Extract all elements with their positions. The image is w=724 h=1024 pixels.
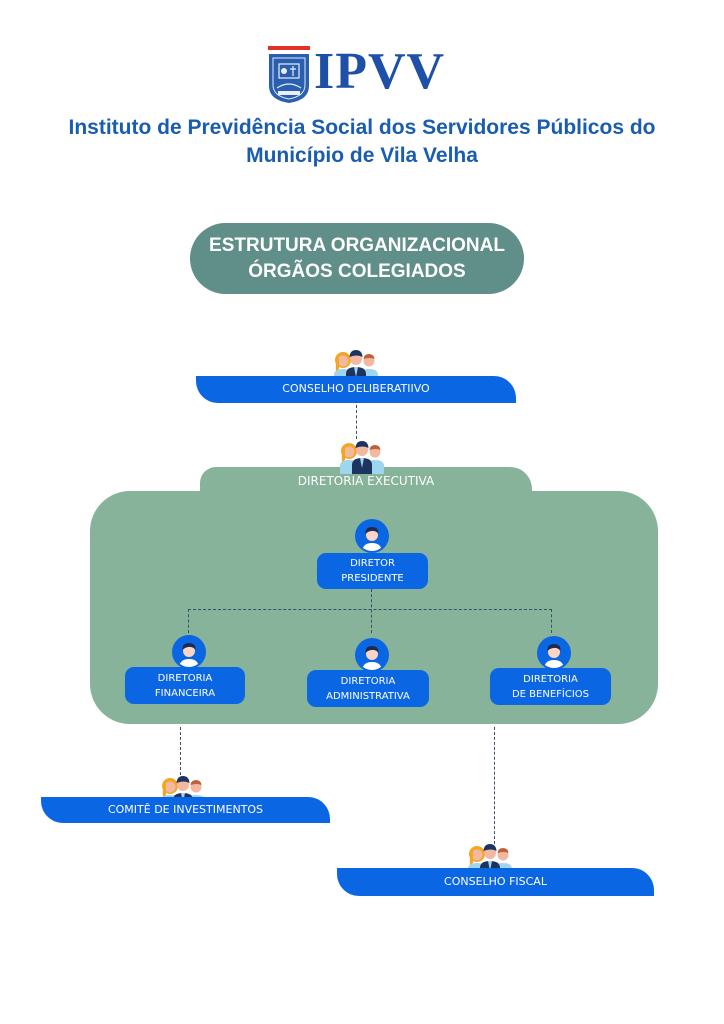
node-label-line2: PRESIDENTE [341,573,404,584]
page-title-line1: ESTRUTURA ORGANIZACIONAL [209,234,505,256]
page-title: ESTRUTURA ORGANIZACIONAL ÓRGÃOS COLEGIAD… [190,223,524,294]
connector-line [356,405,357,439]
connector-line [494,727,495,844]
node-label-line1: DIRETOR [350,558,395,569]
node-label-line1: DIRETORIA [157,672,213,684]
logo-text: IPVV [314,43,446,100]
comite-investimentos-node: COMITÊ DE INVESTIMENTOS [41,797,330,823]
node-label-line2: FINANCEIRA [154,687,216,699]
ipvv-logo: IPVV [268,43,444,104]
connector-line [188,609,189,633]
institute-name-line1: Instituto de Previdência Social dos Serv… [68,116,656,139]
conselho-deliberativo-node: CONSELHO DELIBERATIIVO [196,376,516,403]
node-label-line2: ADMINISTRATIVA [326,690,410,702]
node-label-line1: DIRETORIA [340,675,396,687]
diretoria-financeira-node: DIRETORIA FINANCEIRA [125,667,245,704]
person-avatar-icon [355,519,389,553]
group-people-icon [336,438,388,474]
institute-name: Instituto de Previdência Social dos Serv… [0,114,724,170]
conselho-fiscal-node: CONSELHO FISCAL [337,868,654,896]
connector-line [371,589,372,633]
connector-line [188,609,552,610]
page-title-line2: ÓRGÃOS COLEGIADOS [248,260,466,282]
connector-line [180,727,181,775]
diretoria-executiva-label: DIRETORIA EXECUTIVA [297,474,435,488]
diretoria-administrativa-node: DIRETORIA ADMINISTRATIVA [307,670,429,707]
institute-name-line2: Município de Vila Velha [246,144,478,167]
node-label-line2: DE BENEFÍCIOS [511,688,590,700]
diretor-presidente-node: DIRETOR PRESIDENTE [317,553,428,589]
diretoria-beneficios-node: DIRETORIA DE BENEFÍCIOS [490,668,611,705]
node-label-line1: DIRETORIA [523,673,578,685]
person-avatar-icon [537,636,571,670]
person-avatar-icon [355,638,389,672]
connector-line [551,609,552,633]
coat-of-arms-icon [268,46,310,103]
person-avatar-icon [172,635,206,669]
